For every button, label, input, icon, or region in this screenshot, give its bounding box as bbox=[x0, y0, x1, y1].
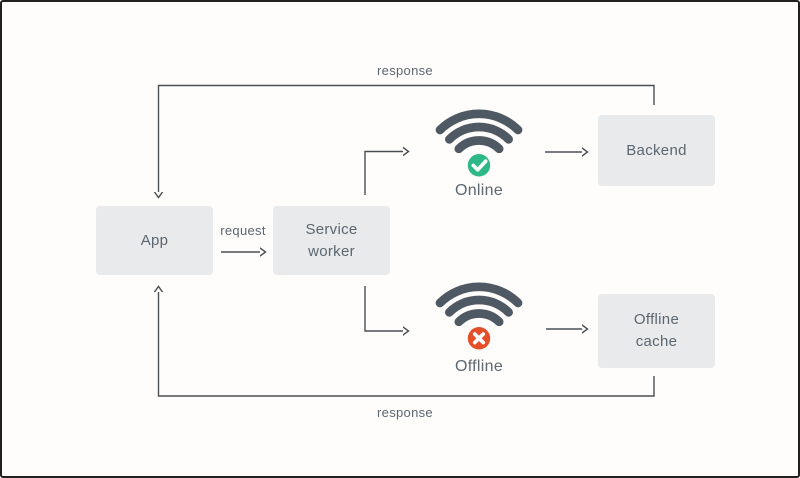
node-app: App bbox=[96, 206, 213, 275]
edge-response-bottom-label: response bbox=[377, 405, 433, 420]
node-backend-label: Backend bbox=[626, 141, 687, 159]
edge-response-top-label: response bbox=[377, 63, 433, 78]
node-service-worker-label: Service worker bbox=[305, 220, 358, 260]
cross-icon bbox=[467, 327, 491, 350]
node-offline-cache-label: Offline cache bbox=[633, 311, 680, 350]
offline-label: Offline bbox=[454, 358, 504, 375]
node-service-worker: Service worker bbox=[273, 206, 390, 275]
edge-service-worker-to-online-line bbox=[364, 152, 403, 195]
edge-response-bottom-line bbox=[159, 292, 655, 397]
edge-service-worker-to-offline-line bbox=[364, 286, 403, 331]
wifi-online-icon bbox=[435, 109, 523, 177]
node-offline-cache: Offline cache bbox=[598, 294, 715, 368]
wifi-offline-icon bbox=[435, 282, 523, 350]
node-backend: Backend bbox=[598, 115, 715, 186]
node-app-label: App bbox=[140, 231, 169, 249]
online-label: Online bbox=[454, 182, 504, 199]
edge-response-top-line bbox=[159, 84, 655, 193]
check-icon bbox=[467, 154, 491, 177]
edge-request-label: request bbox=[220, 223, 266, 238]
